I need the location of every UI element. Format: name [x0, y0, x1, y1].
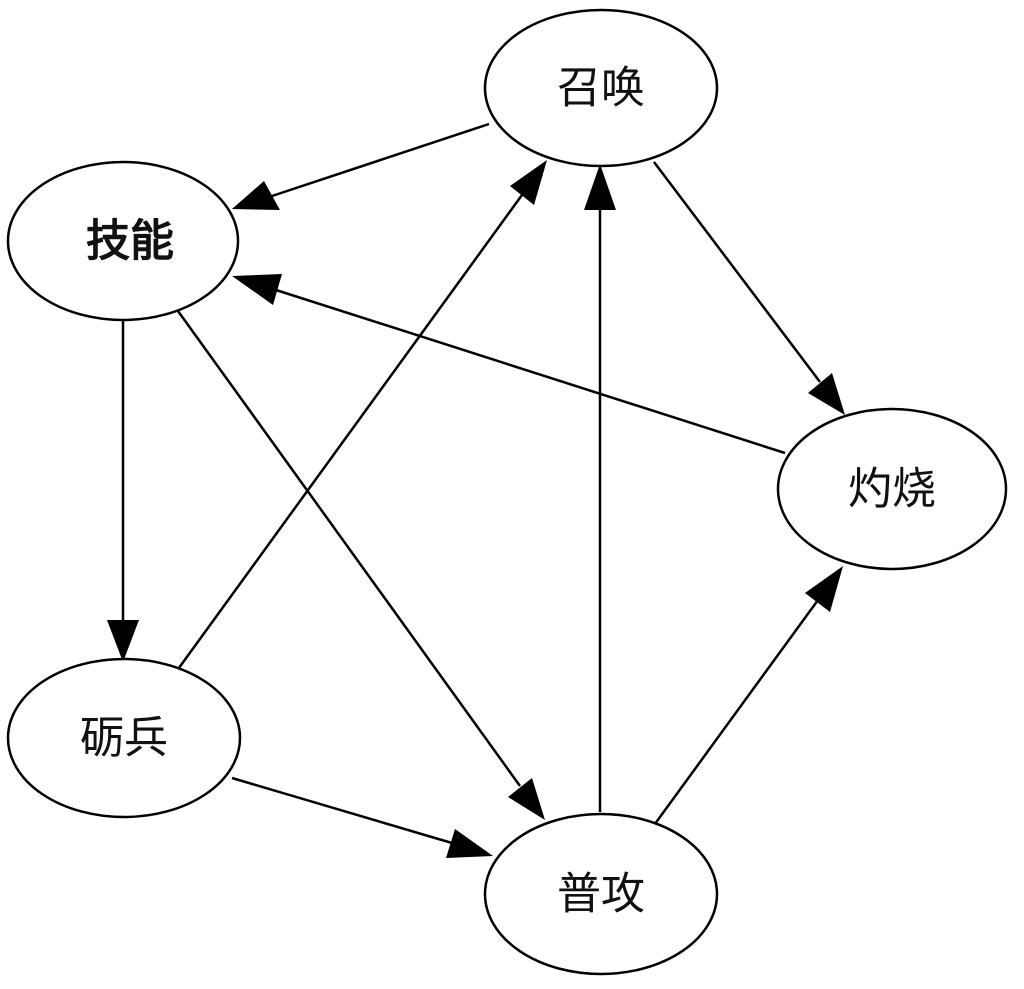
node-zhaohuan: 召唤 [483, 8, 719, 168]
node-label-jineng: 技能 [86, 216, 174, 267]
edge-zhaohuan-to-jineng [232, 122, 490, 210]
arrowhead [508, 778, 545, 820]
arrowhead [805, 566, 843, 612]
edge-pugong-to-zhuoshao [650, 566, 843, 829]
node-zhuoshao: 灼烧 [776, 407, 1008, 571]
edge-zhuoshao-to-jineng [232, 274, 786, 455]
arrowhead [107, 620, 139, 662]
arrowhead [510, 160, 547, 205]
arrowhead [584, 164, 616, 210]
node-label-zhaohuan: 召唤 [557, 63, 645, 114]
node-label-libing: 砺兵 [80, 713, 168, 764]
edge-libing-to-pugong [231, 776, 493, 858]
arrowhead [232, 274, 282, 305]
edge-pugong-to-zhaohuan [584, 164, 616, 812]
node-jineng: 技能 [6, 160, 240, 322]
arrowhead [446, 829, 493, 858]
arrowhead [232, 181, 280, 210]
edge-jineng-to-pugong [176, 310, 545, 820]
nodes: 召唤 技能 灼烧 砺兵 普攻 [6, 8, 1008, 976]
edges [107, 122, 845, 858]
arrowhead [808, 373, 845, 415]
node-label-pugong: 普攻 [557, 869, 645, 920]
edge-libing-to-zhaohuan [174, 160, 547, 673]
node-pugong: 普攻 [483, 812, 719, 976]
edge-zhaohuan-to-zhuoshao [653, 161, 845, 415]
node-label-zhuoshao: 灼烧 [848, 464, 936, 515]
edge-jineng-to-libing [107, 320, 139, 662]
node-libing: 砺兵 [6, 657, 242, 819]
